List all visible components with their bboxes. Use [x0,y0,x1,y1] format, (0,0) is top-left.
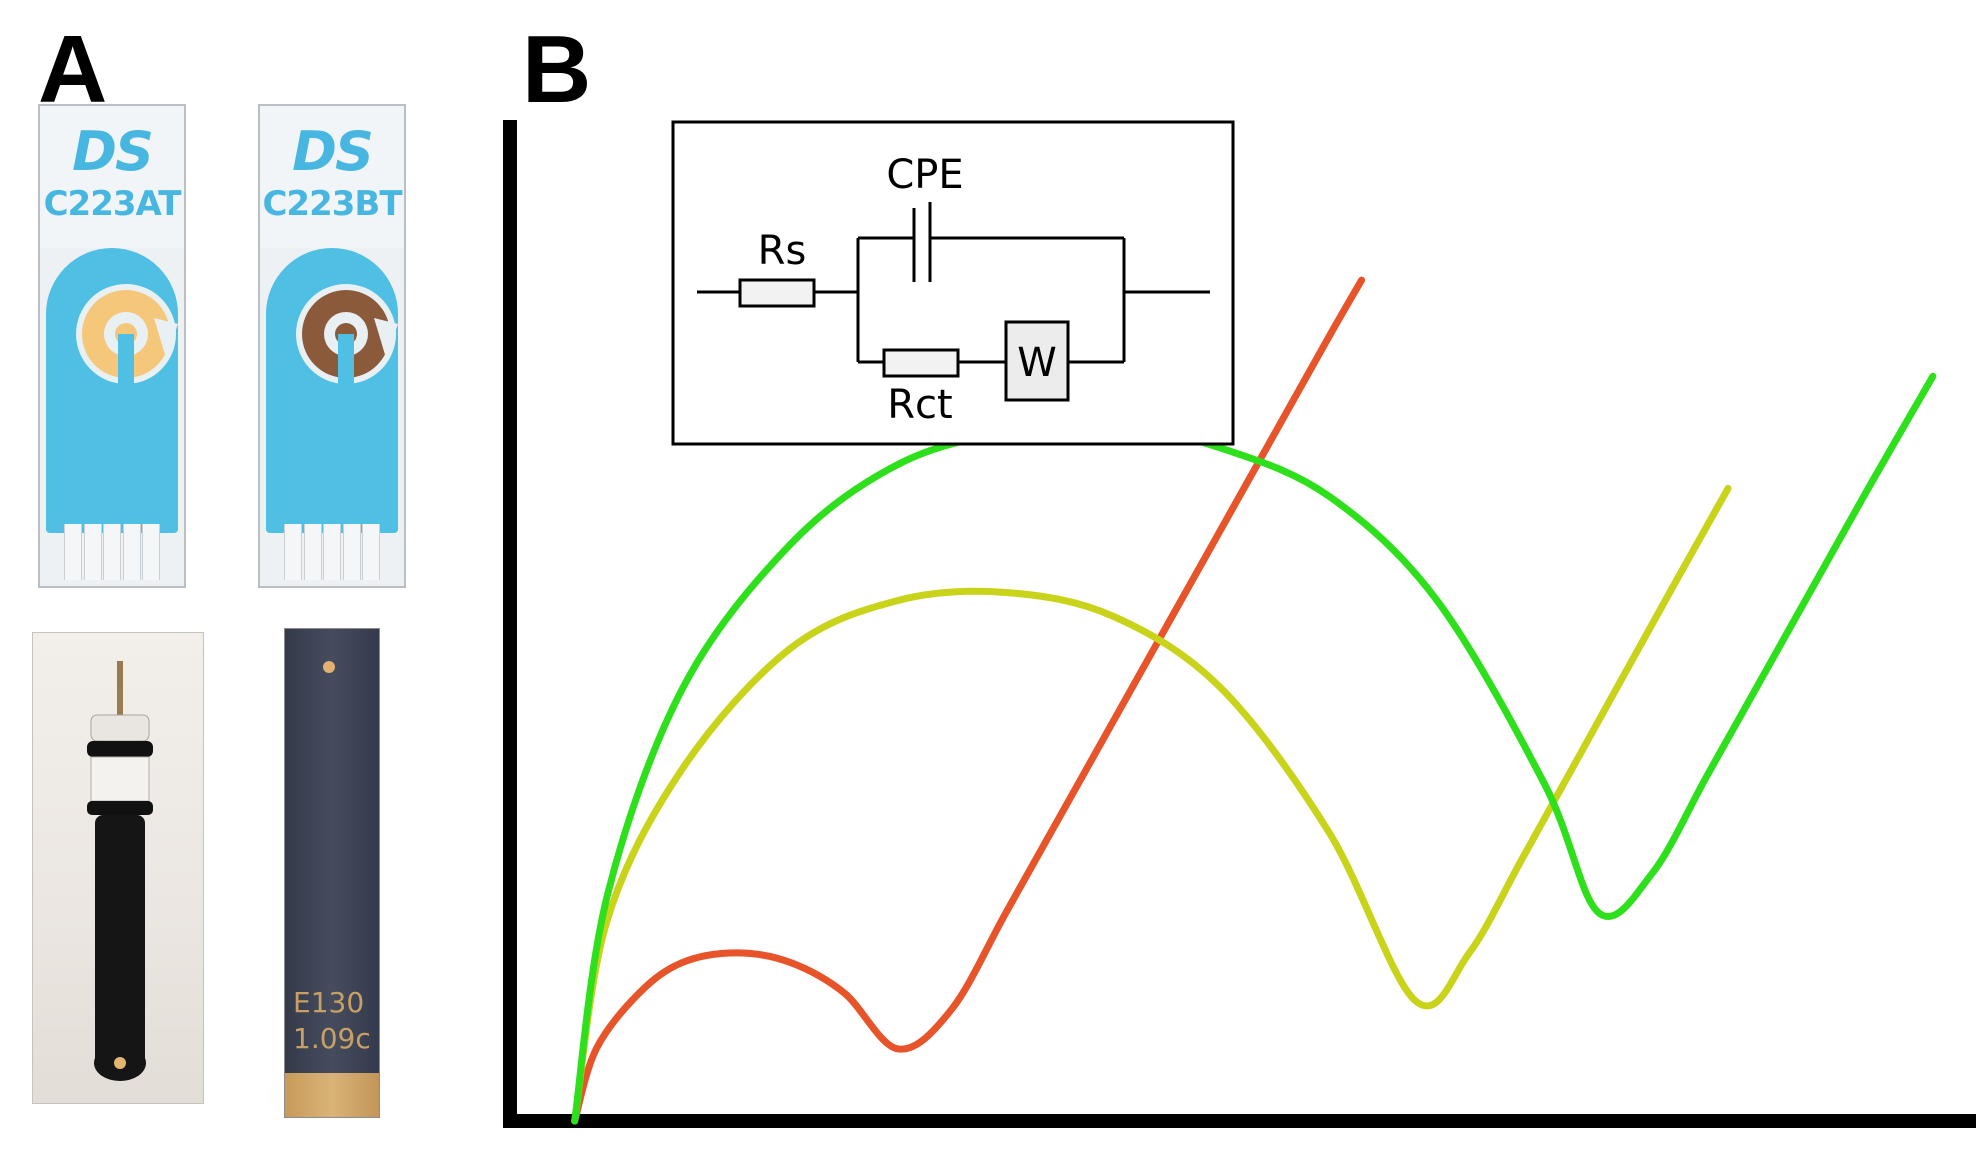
series-layer [571,276,1937,1125]
warburg-element-icon [1004,320,1070,402]
circuit-label-rs: Rs [758,228,807,274]
series-line-2 [571,484,1732,1125]
electrode-photo-c223bt: DS C223BT [258,104,406,588]
panel-label-a: A [38,16,108,123]
disk-electrode-photo [32,632,204,1104]
chip-electrode-photo: E130 1.09c [284,628,380,1118]
electrode-photo-c223at: DS C223AT [38,104,186,588]
resistor-rs-icon [738,278,816,308]
series-line-3 [571,372,1937,1125]
electrode-model-label: C223AT [43,184,182,224]
ds-logo: DS [292,120,374,183]
electrode-ring-icon [296,284,398,390]
chip-electrode-dot [323,661,335,673]
circuit-label-w: W [1017,340,1057,386]
panel-label-b: B [522,16,592,123]
circuit-label-cpe: CPE [886,152,963,198]
electrode-ring-icon [76,284,178,390]
equivalent-circuit: Rs CPE Rct W [671,120,1235,446]
chip-label-line1: E130 [293,986,365,1019]
series-line-1 [571,276,1366,1125]
chip-contact-pad [285,1073,379,1117]
circuit-label-rct: Rct [887,382,952,428]
chip-label-line2: 1.09c [293,1022,371,1055]
electrode-model-label: C223BT [262,184,402,224]
ds-logo: DS [72,120,154,183]
resistor-rct-icon [882,348,960,378]
